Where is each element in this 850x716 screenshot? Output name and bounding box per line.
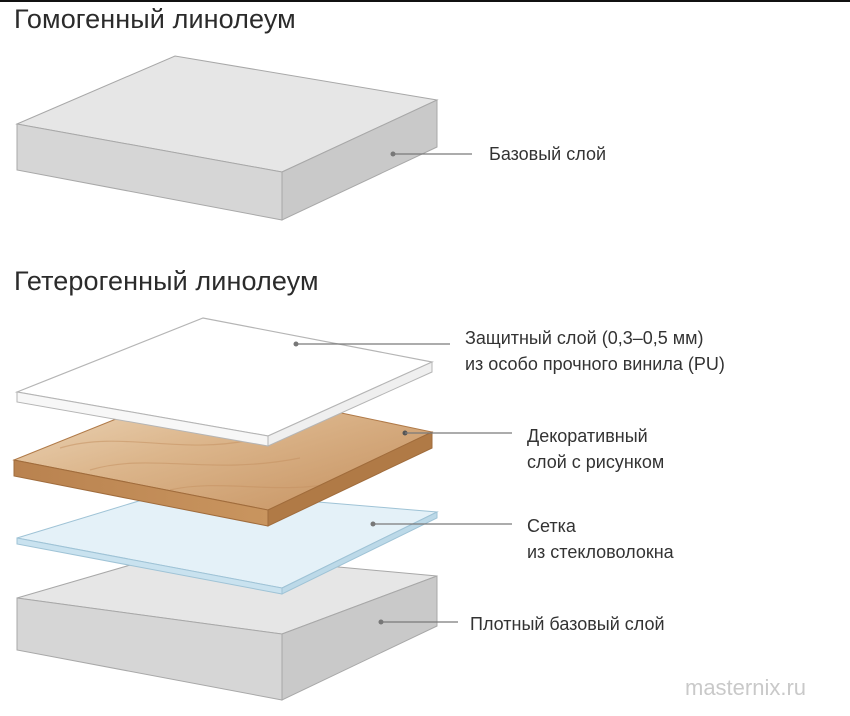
leader-protective (293, 341, 450, 347)
label-line: из особо прочного винила (PU) (465, 354, 725, 374)
protective-layer (14, 317, 434, 447)
slab-side (281, 575, 438, 701)
homogeneous-heading: Гомогенный линолеум (14, 4, 296, 34)
watermark: masternix.ru (685, 675, 807, 700)
label-mesh-layer: Сетка из стекловолокна (527, 513, 674, 565)
label-decorative-layer: Декоративный слой с рисунком (527, 423, 664, 475)
label-line: Базовый слой (489, 144, 607, 164)
leader-mesh (370, 521, 512, 527)
label-line: слой с рисунком (527, 452, 665, 472)
slab-side (281, 99, 438, 221)
label-line: Сетка (527, 516, 576, 536)
homogeneous-base-slab (15, 55, 439, 221)
top-border (0, 0, 850, 2)
label-line: из стекловолокна (527, 542, 674, 562)
leader-base-layer (390, 151, 472, 157)
label-dense-base-layer: Плотный базовый слой (470, 611, 665, 637)
label-protective-layer: Защитный слой (0,3–0,5 мм) из особо проч… (465, 325, 725, 377)
mesh-side (281, 511, 438, 595)
wood-side (267, 431, 433, 527)
protective-side (267, 361, 433, 447)
leader-decorative (402, 430, 512, 436)
heterogeneous-heading: Гетерогенный линолеум (14, 266, 319, 296)
leader-dense-base (378, 619, 458, 625)
wood-grain (59, 416, 341, 491)
label-line: Плотный базовый слой (470, 614, 665, 634)
label-base-layer: Базовый слой (489, 141, 606, 167)
dense-base-slab (16, 551, 438, 701)
protective-top (14, 317, 434, 437)
label-line: Защитный слой (0,3–0,5 мм) (465, 328, 704, 348)
label-line: Декоративный (527, 426, 648, 446)
fiberglass-mesh-layer (16, 489, 439, 595)
